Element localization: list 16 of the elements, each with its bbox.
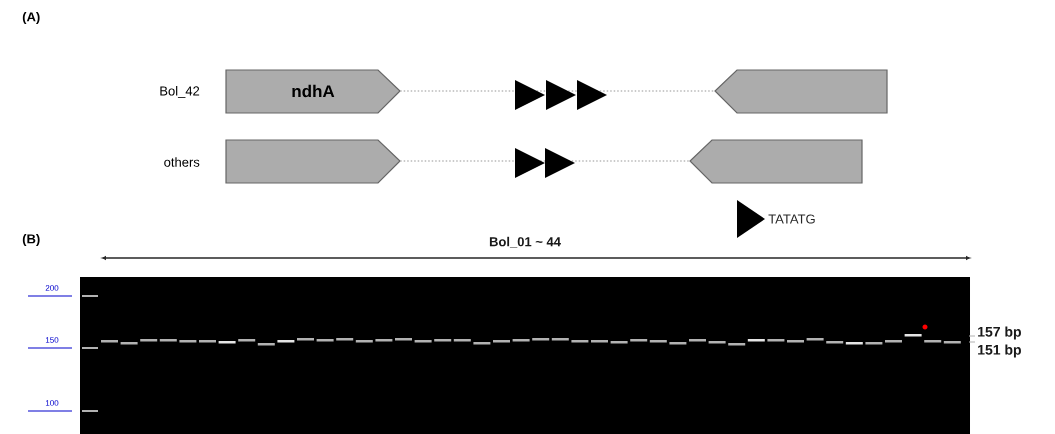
row-label: Bol_42 bbox=[160, 86, 200, 98]
dotted-line bbox=[399, 90, 716, 92]
row-label: others bbox=[164, 157, 200, 167]
range-label: Bol_01 ~ 44 bbox=[489, 236, 561, 248]
band-size-label: 157 bp bbox=[978, 326, 1021, 340]
panel-label: (B) bbox=[22, 233, 40, 247]
gene-arrow bbox=[689, 139, 863, 184]
panel-label: (A) bbox=[22, 11, 40, 25]
gene-arrow bbox=[714, 69, 888, 114]
size-marker: 150 bbox=[45, 337, 59, 343]
band-size-label: 151 bp bbox=[978, 344, 1021, 358]
dotted-line bbox=[399, 160, 691, 162]
size-marker: 200 bbox=[45, 285, 59, 291]
gene-arrow bbox=[225, 139, 401, 184]
legend-text: TATATG bbox=[768, 214, 815, 224]
size-marker: 100 bbox=[45, 400, 59, 406]
